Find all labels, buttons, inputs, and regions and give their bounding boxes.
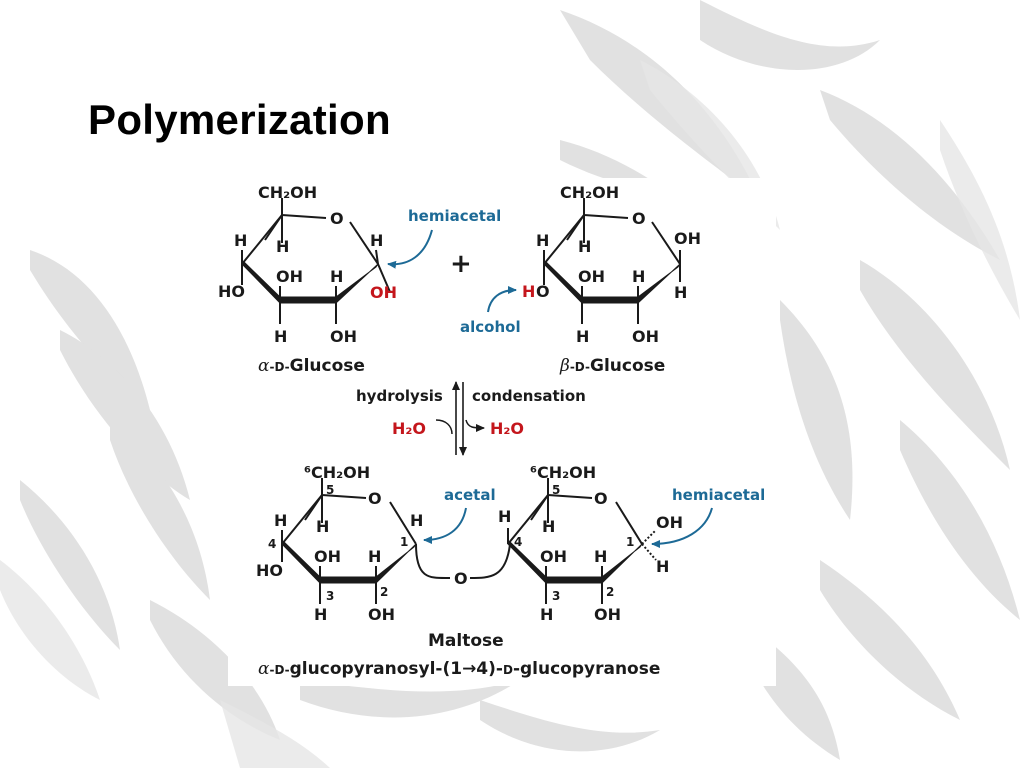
hydrolysis-label: hydrolysis [356,387,443,405]
plus-sign: + [450,249,472,279]
ch2oh-label: ⁶CH₂OH [304,463,370,482]
h-label: H [234,231,247,250]
h-label: H [674,283,687,302]
h-label: H [594,547,607,566]
carbon-number-5: 5 [326,483,334,497]
ring-oxygen: O [632,209,646,228]
maltose-caption: Maltose [428,631,504,651]
carbon-number-3: 3 [552,589,560,603]
maltose-iupac-caption: α-D-glucopyranosyl-(1→4)-D-glucopyranose [258,659,660,679]
h-label: H [276,237,289,256]
alpha-glucose-caption: α-D-Glucose [258,356,365,376]
condensation-label: condensation [472,387,586,405]
maltose-structure: ⁶CH₂OH 5 O H H H 1 4 HO OH H 3 2 H OH O … [256,463,683,624]
alcohol-h-label: H [522,282,535,301]
carbon-number-2: 2 [606,585,614,599]
oh-label: OH [594,605,621,624]
h-label: H [368,547,381,566]
h-label: H [314,605,327,624]
h-label: H [370,231,383,250]
h-label: H [540,605,553,624]
o-label: O [536,282,550,301]
anomeric-oh-label: OH [656,513,683,532]
ring-oxygen: O [330,209,344,228]
carbon-number-4: 4 [268,537,276,551]
h-label: H [274,327,287,346]
oh-label: OH [276,267,303,286]
maltose-hemiacetal-label: hemiacetal [672,486,765,504]
water-in-label: H₂O [392,419,426,438]
carbon-number-1: 1 [400,535,408,549]
ho-label: HO [256,561,283,580]
ring-oxygen: O [368,489,382,508]
ch2oh-label: ⁶CH₂OH [530,463,596,482]
oh-label: OH [330,327,357,346]
carbon-number-2: 2 [380,585,388,599]
maltose-hemiacetal-arrow [651,507,713,548]
glycosidic-oxygen: O [454,569,468,588]
oh-label: OH [368,605,395,624]
carbon-number-4: 4 [514,535,522,549]
anomeric-oh-label: OH [674,229,701,248]
ch2oh-label: CH₂OH [560,183,619,202]
alcohol-arrow [487,286,517,313]
h-label: H [316,517,329,536]
anomeric-oh-label: OH [370,283,397,302]
oh-label: OH [314,547,341,566]
carbon-number-3: 3 [326,589,334,603]
h-label: H [330,267,343,286]
carbon-number-1: 1 [626,535,634,549]
h-label: H [498,507,511,526]
h-label: H [632,267,645,286]
h-label: H [576,327,589,346]
h-label: H [536,231,549,250]
oh-label: OH [632,327,659,346]
carbon-number-5: 5 [552,483,560,497]
hemiacetal-arrow [387,229,433,269]
h-label: H [578,237,591,256]
alcohol-label: alcohol [460,318,521,336]
oh-label: OH [540,547,567,566]
h-label: H [274,511,287,530]
water-out-label: H₂O [490,419,524,438]
oh-label: OH [578,267,605,286]
hemiacetal-label: hemiacetal [408,207,501,225]
h-label: H [542,517,555,536]
h-label: H [656,557,669,576]
ring-oxygen: O [594,489,608,508]
alpha-glucose-structure: CH₂OH O H H H HO OH H OH H OH [218,183,397,346]
acetal-arrow [423,507,467,544]
ch2oh-label: CH₂OH [258,183,317,202]
beta-glucose-caption: β-D-Glucose [559,356,665,376]
reaction-arrows [435,381,485,456]
h-label: H [410,511,423,530]
acetal-label: acetal [444,486,496,504]
slide-title: Polymerization [88,96,391,143]
beta-glucose-structure: CH₂OH O H H OH H O OH H H H OH [522,183,701,346]
ho-label: HO [218,282,245,301]
